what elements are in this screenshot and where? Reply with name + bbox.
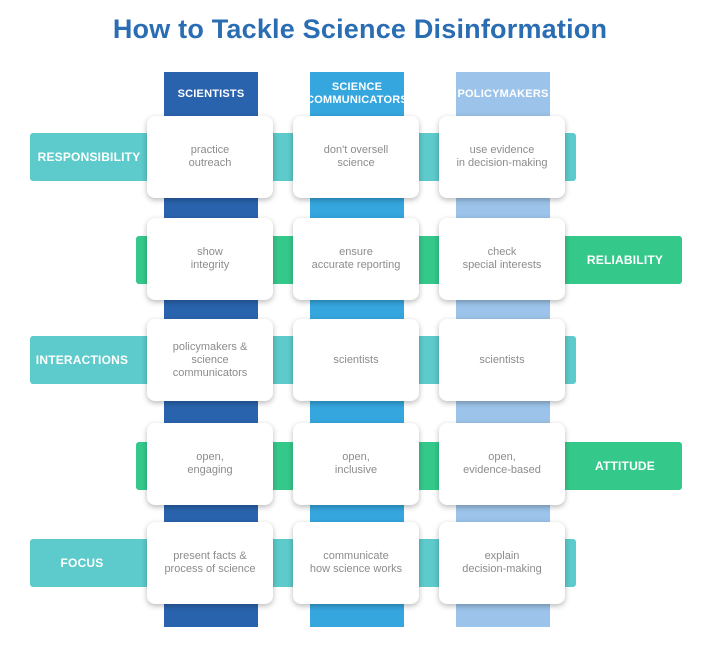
cell-attitude-policymakers: open, evidence-based xyxy=(439,423,565,505)
row-label-interactions: INTERACTIONS xyxy=(35,353,129,367)
cell-attitude-scientists: open, engaging xyxy=(147,423,273,505)
cell-focus-communicators: communicate how science works xyxy=(293,522,419,604)
column-header-scientists: SCIENTISTS xyxy=(164,72,258,116)
column-header-science-communicators: SCIENCE COMMUNICATORS xyxy=(306,72,408,116)
cell-reliability-scientists: show integrity xyxy=(147,218,273,300)
cell-interactions-scientists: policymakers & science communicators xyxy=(147,319,273,401)
cell-responsibility-scientists: practice outreach xyxy=(147,116,273,198)
page-title: How to Tackle Science Disinformation xyxy=(112,14,608,44)
cell-focus-scientists: present facts & process of science xyxy=(147,522,273,604)
cell-responsibility-communicators: don't oversell science xyxy=(293,116,419,198)
row-label-responsibility: RESPONSIBILITY xyxy=(37,150,141,164)
cell-responsibility-policymakers: use evidence in decision-making xyxy=(439,116,565,198)
column-header-policymakers: POLICYMAKERS xyxy=(456,72,550,116)
row-label-attitude: ATTITUDE xyxy=(594,459,656,473)
cell-interactions-communicators: scientists xyxy=(293,319,419,401)
row-label-focus: FOCUS xyxy=(60,556,104,570)
row-label-reliability: RELIABILITY xyxy=(586,253,664,267)
cell-reliability-policymakers: check special interests xyxy=(439,218,565,300)
cell-reliability-communicators: ensure accurate reporting xyxy=(293,218,419,300)
cell-focus-policymakers: explain decision-making xyxy=(439,522,565,604)
cell-attitude-communicators: open, inclusive xyxy=(293,423,419,505)
cell-interactions-policymakers: scientists xyxy=(439,319,565,401)
